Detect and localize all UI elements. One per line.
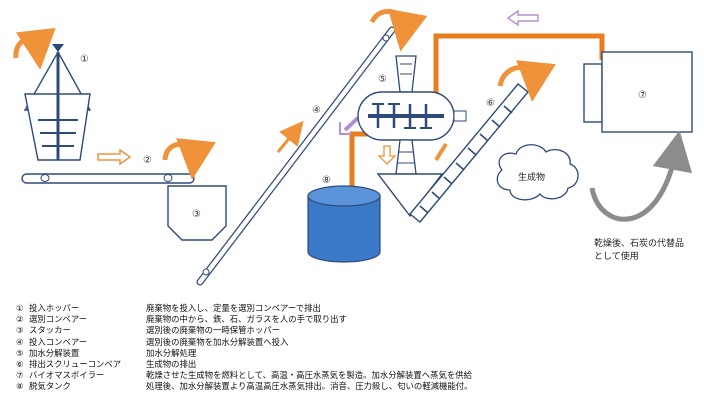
input-hopper (23, 44, 92, 161)
curved-arrow-icon (162, 138, 216, 180)
return-flow-arrow-icon (589, 130, 693, 222)
degassing-tank (307, 185, 381, 263)
legend-number: ② (16, 314, 24, 325)
down-left-arrow-icon (339, 116, 360, 135)
process-diagram: ① ② ③ ④ (13, 8, 693, 286)
legend-description: 選別後の廃棄物を加水分解装置へ投入 (146, 336, 289, 347)
legend-row: ⑤ 加水分解装置 加水分解処理 (16, 348, 704, 359)
usage-label-line2: として使用 (594, 250, 639, 262)
biomass-boiler (583, 51, 693, 133)
legend-description: 乾燥させた生成物を燃料として、高温・高圧水蒸気を製造。加水分解装置へ蒸気を供給 (146, 370, 472, 381)
legend-number: ④ (16, 336, 24, 347)
stacker (167, 185, 227, 241)
marker-2: ② (143, 155, 152, 166)
legend-row: ③ スタッカー 選別後の廃棄物の一時保管ホッパー (16, 325, 704, 336)
hydrolysis-unit (357, 55, 467, 218)
usage-label-line1: 乾燥後、石炭の代替品 (594, 237, 684, 249)
legend-name: 選別コンベアー (29, 314, 88, 325)
legend-name: 排出スクリューコンベア (29, 359, 122, 370)
marker-3: ③ (192, 209, 201, 220)
product-cloud (496, 144, 579, 201)
legend-description: 選別後の廃棄物の一時保管ホッパー (146, 325, 280, 336)
marker-6: ⑥ (486, 98, 495, 109)
curved-arrow-icon (13, 27, 56, 70)
legend-row: ⑦ バイオマスボイラー 乾燥させた生成物を燃料として、高温・高圧水蒸気を製造。加水分… (16, 370, 704, 381)
legend-name: 投入ホッパー (29, 303, 80, 313)
marker-1: ① (80, 54, 89, 65)
down-arrow-icon (377, 145, 397, 165)
legend-name: 投入コンベアー (29, 336, 88, 347)
legend-number: ⑤ (16, 347, 24, 358)
right-arrow-icon (97, 148, 132, 166)
curved-arrow-icon (369, 8, 428, 52)
legend-name: バイオマスボイラー (29, 370, 105, 381)
legend-number: ⑥ (16, 359, 24, 370)
marker-8: ⑧ (322, 175, 331, 186)
input-conveyor (196, 26, 396, 286)
legend-description: 加水分解処理 (146, 347, 197, 358)
legend-row: ② 選別コンベアー 廃棄物の中から、鉄、石、ガラスを人の手で取り出す (16, 314, 704, 325)
legend-row: ⑧ 脱気タンク 処理後、加水分解装置より高温高圧水蒸気排出。消音、圧力殺し、匂いの軽… (16, 381, 704, 392)
legend-row: ⑥ 排出スクリューコンベア 生成物の排出 (16, 359, 704, 370)
legend-description: 廃棄物の中から、鉄、石、ガラスを人の手で取り出す (146, 314, 347, 325)
legend: ① 投入ホッパー 廃棄物を投入し、定量を選別コンベアーで排出 ② 選別コンベアー 廃棄物の… (16, 303, 704, 393)
product-label: 生成物 (518, 171, 545, 183)
down-left-arrow-icon (434, 142, 448, 162)
legend-name: 加水分解装置 (29, 347, 80, 358)
marker-5: ⑤ (378, 74, 387, 85)
legend-description: 廃棄物を投入し、定量を選別コンベアーで排出 (146, 303, 321, 313)
legend-number: ⑦ (16, 370, 24, 381)
legend-row: ④ 投入コンベアー 選別後の廃棄物を加水分解装置へ投入 (16, 337, 704, 348)
legend-number: ① (16, 303, 24, 313)
sorting-conveyor (21, 173, 195, 184)
legend-number: ③ (16, 325, 24, 336)
legend-description: 処理後、加水分解装置より高温高圧水蒸気排出。消音、圧力殺し、匂いの軽減機能付。 (146, 381, 473, 392)
legend-description: 生成物の排出 (146, 359, 197, 370)
marker-4: ④ (312, 105, 321, 116)
legend-row: ① 投入ホッパー 廃棄物を投入し、定量を選別コンベアーで排出 (16, 303, 704, 314)
up-right-arrow-icon (276, 120, 304, 153)
curved-arrow-icon (497, 60, 556, 102)
marker-7: ⑦ (638, 90, 647, 101)
left-arrow-icon (506, 9, 539, 27)
legend-name: スタッカー (29, 325, 71, 336)
legend-number: ⑧ (16, 381, 24, 392)
legend-name: 脱気タンク (29, 381, 71, 392)
